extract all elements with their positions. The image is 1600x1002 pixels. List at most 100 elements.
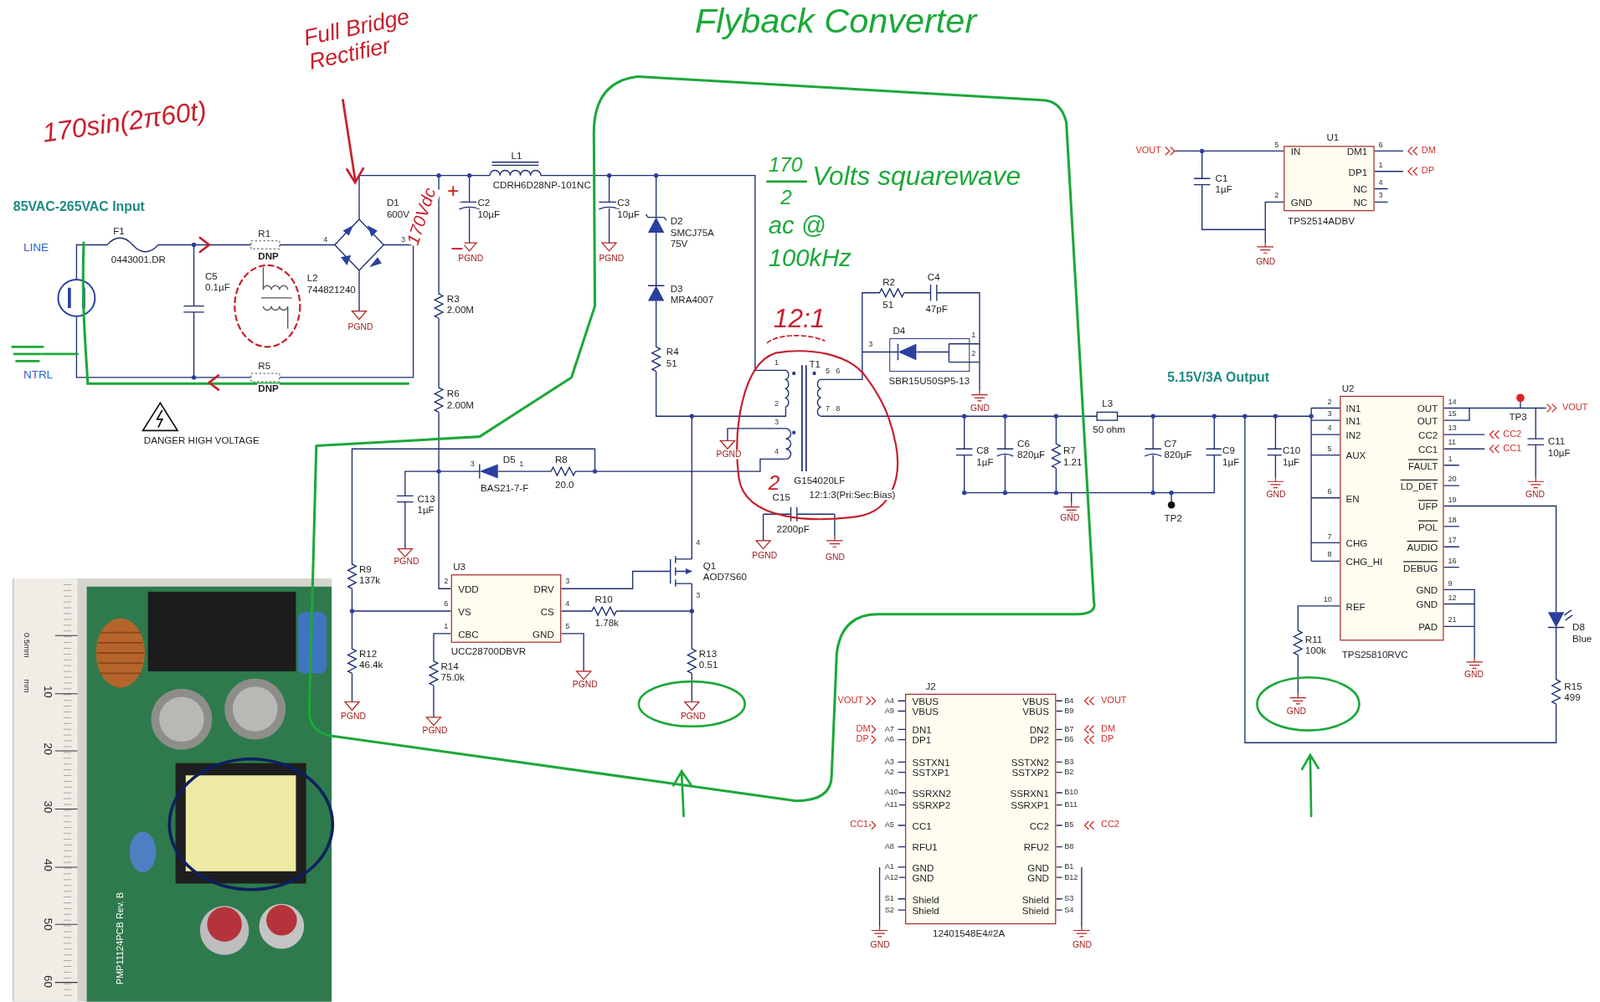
part-label: CBC: [457, 629, 480, 641]
part-label: VS: [457, 607, 473, 618]
part-label: CC2: [1028, 821, 1050, 833]
pin-number: 5: [824, 367, 832, 376]
part-label: 100k: [1304, 645, 1328, 657]
part-label: 0.51: [698, 660, 720, 672]
pin-number: B11: [1063, 801, 1079, 810]
pin-number: 1: [442, 622, 450, 631]
ground-label: PGND: [679, 712, 707, 722]
ruler-text: 0.5mm: [20, 632, 31, 659]
part-label: SSTXP2: [1010, 768, 1050, 780]
pin-number: B6: [1063, 735, 1076, 745]
pin-number: A9: [883, 707, 896, 716]
pin-number: B9: [1063, 707, 1076, 716]
handwritten-note: 100kHz: [767, 245, 854, 273]
part-label: TPS25810RVC: [1340, 649, 1409, 661]
hand-annotations: [12, 99, 1360, 817]
part-label: GND: [531, 629, 556, 641]
part-label: C13: [416, 493, 437, 505]
part-label: SSTXN2: [1010, 758, 1050, 770]
part-label: C9: [1221, 446, 1236, 458]
part-label: D5: [502, 455, 517, 467]
pin-number: A7: [883, 725, 896, 735]
part-label: 50 ohm: [1091, 424, 1127, 436]
part-label: 2.00M: [446, 304, 476, 316]
part-label: DNP: [257, 383, 280, 395]
pcb-text: PMP11124PCB Rev. B: [115, 891, 126, 987]
pin-number: S2: [883, 905, 896, 915]
part-label: GND: [910, 873, 935, 885]
pin-number: 10: [1322, 596, 1334, 605]
handwritten-note: +: [446, 180, 461, 203]
part-label: D4: [891, 325, 906, 337]
pin-number: 3: [1326, 410, 1333, 419]
part-label: 0.1µF: [204, 282, 232, 294]
ruler-text: mm: [21, 678, 31, 695]
pin-number: 18: [1446, 516, 1458, 525]
part-label: 1µF: [1281, 457, 1302, 469]
part-label: DP1: [910, 735, 932, 747]
part-label: IN2: [1344, 430, 1362, 442]
pin-number: 5: [1326, 444, 1333, 453]
part-label: DNP: [257, 251, 280, 263]
handwritten-note: 2: [779, 185, 793, 209]
ground-label: PGND: [715, 449, 742, 459]
ground-label: PGND: [392, 556, 420, 566]
part-label: IN: [1290, 147, 1302, 159]
part-label: CHG: [1344, 539, 1369, 551]
net-label: VOUT: [1561, 402, 1590, 413]
pin-number: B5: [1063, 821, 1076, 830]
pin-number: A3: [883, 758, 896, 767]
part-label: CC1: [910, 821, 933, 833]
part-label: R2: [881, 277, 896, 289]
usb-c-connector: J2VBUSVBUSDN1DP1SSTXN1SSTXP1SSRXN2SSRXP2…: [905, 694, 1056, 925]
pin-number: B12: [1063, 873, 1080, 882]
part-label: Shield: [1020, 895, 1050, 906]
pin-number: 8: [834, 405, 842, 414]
part-label: 137k: [358, 575, 382, 587]
part-label: 12401548E4#2A: [931, 928, 1007, 940]
part-label: VDD: [457, 584, 480, 596]
part-label: C2: [476, 197, 491, 209]
part-label: R7: [1062, 446, 1077, 458]
part-label: AUX: [1344, 451, 1367, 463]
part-label: 1.78k: [593, 618, 620, 630]
pin-number: S4: [1063, 905, 1076, 915]
part-label: 820µF: [1016, 449, 1047, 461]
handwritten-note: 170sin(2π60t): [39, 95, 210, 148]
part-label: 744821240: [306, 284, 357, 296]
usb-charger-ic: U1INDM1DP1NCNCGNDTPS2514ADBV: [1283, 145, 1374, 211]
part-label: C15: [771, 493, 792, 505]
ground-label: PGND: [421, 726, 448, 736]
pin-number: A5: [883, 821, 896, 830]
net-label: DP: [854, 735, 870, 746]
part-label: SSRXN1: [1008, 788, 1050, 800]
part-label: FAULT: [1407, 461, 1440, 473]
handwritten-note: 170: [767, 153, 804, 176]
pin-number: B3: [1063, 758, 1076, 767]
part-label: R8: [554, 455, 569, 467]
part-label: C7: [1162, 438, 1178, 450]
ground-label: GND: [1071, 941, 1093, 951]
handwritten-note: ac @: [767, 212, 828, 240]
part-label: UCC28700DBVR: [449, 647, 527, 659]
pin-number: 6: [1377, 140, 1384, 150]
part-label: IN1: [1344, 416, 1362, 428]
pin-number: 8: [1326, 550, 1333, 560]
part-label: Q1: [702, 560, 718, 572]
part-label: AUDIO: [1405, 542, 1439, 554]
warning-sign: [143, 402, 178, 431]
pin-number: 4: [694, 539, 702, 548]
part-label: 75V: [669, 238, 690, 250]
part-label: GND: [1026, 863, 1050, 875]
part-label: R5: [257, 360, 272, 372]
part-label: SSTXN1: [910, 758, 951, 770]
part-label: R13: [698, 648, 719, 660]
pin-number: 3: [1377, 191, 1384, 201]
part-label: C11: [1547, 437, 1567, 448]
pin-number: 1: [773, 359, 781, 368]
pin-number: S3: [1063, 895, 1076, 904]
pin-number: 3: [400, 236, 407, 245]
part-label: CC1: [1417, 444, 1440, 456]
part-label: 1µF: [416, 504, 436, 516]
part-label: CS: [539, 607, 556, 618]
